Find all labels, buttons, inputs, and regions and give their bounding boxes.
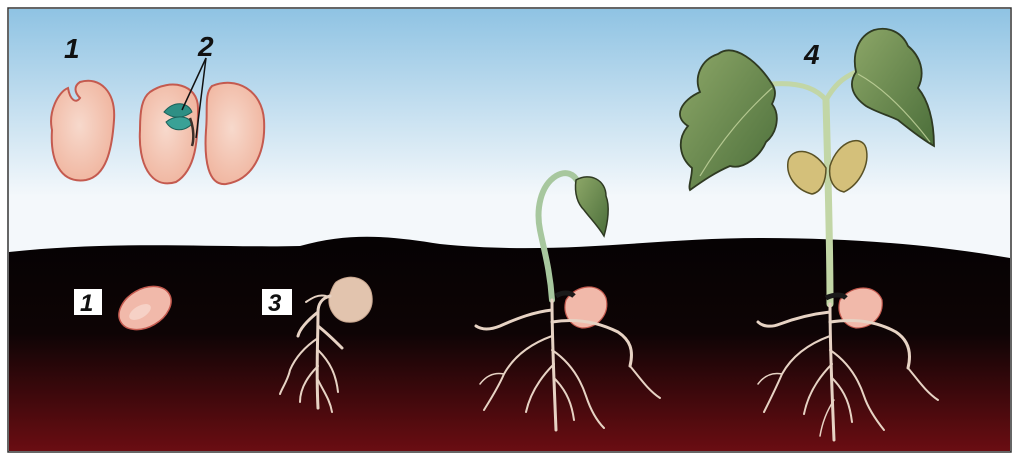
label-2-embryo: 2 [197,31,214,62]
label-4-plant: 4 [803,39,820,70]
germinating-seed [329,277,372,322]
label-3-germinating: 3 [268,290,282,317]
label-1-top: 1 [64,33,80,64]
whole-seed [51,81,114,181]
soil-ground [9,237,1010,451]
label-1-soil: 1 [80,290,93,317]
